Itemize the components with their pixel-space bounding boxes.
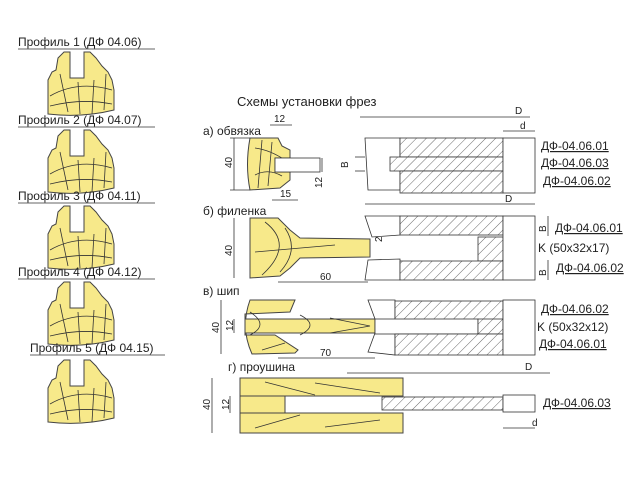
wood-grain [254,381,381,429]
profile-2: Профиль 2 (ДФ 04.07) [18,113,155,194]
workpiece [244,299,299,355]
part-label: ДФ-04.06.03 [541,156,609,170]
part-label: ДФ-04.06.01 [539,337,607,351]
dim-d: d [520,121,526,132]
profile-label: Профиль 2 (ДФ 04.07) [18,113,142,127]
dim-height: 40 [224,156,235,168]
dim-D-bottom: D [505,194,512,205]
profile-shape [47,205,115,270]
spacer-ring [477,236,504,262]
profile-5: Профиль 5 (ДФ 04.15) [30,341,165,424]
dim-D-top: D [515,106,522,117]
part-label: K (50x32x12) [537,320,608,334]
dim-b2: B [538,269,549,276]
profile-shape [47,359,115,424]
profile-label: Профиль 3 (ДФ 04.11) [18,189,141,203]
cutter-upper [399,137,504,158]
profile-shape [47,281,115,346]
wood-grain [249,311,371,351]
dim-b: B [340,161,351,168]
part-label: ДФ-04.06.02 [556,261,624,275]
dim-height: 40 [211,321,222,333]
part-label: ДФ-04.06.01 [541,139,609,153]
part-label: ДФ-04.06.03 [543,396,611,410]
scheme-label: б) филенка [203,204,267,218]
dim-length: 70 [320,348,332,359]
wood-grain [254,221,336,276]
wood-grain [254,139,286,189]
dim-slot: 12 [225,319,236,331]
dim-slot: 12 [314,176,325,188]
profile-1: Профиль 1 (ДФ 04.06) [18,35,155,116]
part-label: ДФ-04.06.01 [555,221,623,235]
dim-b1: B [538,225,549,232]
dim-gap: 2 [374,236,385,242]
dim-height: 40 [202,398,213,410]
dim-D: D [525,362,532,373]
slot [274,157,321,173]
scheme-label: г) проушина [228,360,295,374]
profile-4: Профиль 4 (ДФ 04.12) [18,265,155,346]
scheme-g: г) проушина D 40 12 d ДФ-04.06.03 [202,360,611,434]
part-label: K (50x32x17) [538,241,609,255]
profile-3: Профиль 3 (ДФ 04.11) [18,189,155,270]
cutter-middle [389,156,504,172]
scheme-a: а) обвязка 40 12 15 12 D d B D ДФ-04.06.… [203,106,611,205]
dim-top: 12 [274,114,286,125]
part-label: ДФ-04.06.02 [541,302,609,316]
dim-slot: 12 [221,398,232,410]
workpiece [249,217,371,279]
dim-height: 40 [224,244,235,256]
dim-d: d [532,418,538,429]
dim-bottom: 15 [280,189,292,200]
scheme-label: а) обвязка [203,124,261,138]
cutter-lower [399,170,504,194]
profile-shape [47,51,115,116]
schemes-title: Схемы установки фрез [237,94,377,109]
scheme-v: в) шип 40 12 70 ДФ-04.06.02 K (50x32x12)… [203,284,609,359]
profile-label: Профиль 1 (ДФ 04.06) [18,35,142,49]
profile-label: Профиль 5 (ДФ 04.15) [30,341,154,355]
part-label: ДФ-04.06.02 [543,174,611,188]
profile-shape [47,129,115,194]
scheme-b: б) филенка 40 60 2 B B ДФ-04.06.01 K (50… [203,204,624,283]
scheme-label: в) шип [203,284,240,298]
dim-length: 60 [320,272,332,283]
profile-label: Профиль 4 (ДФ 04.12) [18,265,142,279]
cutter [381,396,504,411]
